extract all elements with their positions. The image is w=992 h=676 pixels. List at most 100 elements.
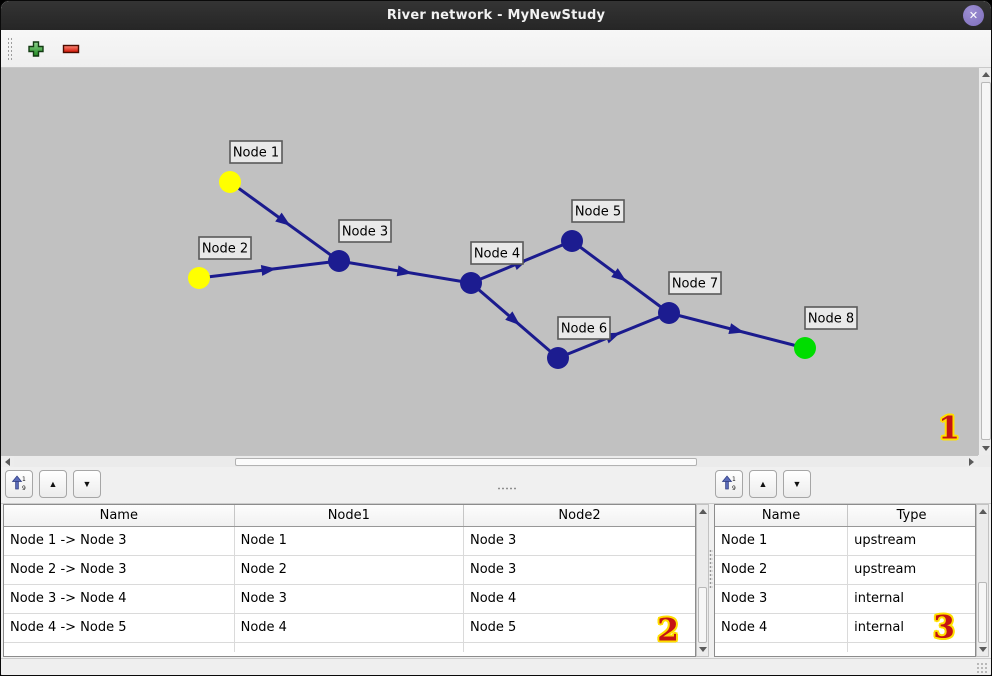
remove-button[interactable] <box>59 37 83 61</box>
table-row-partial <box>715 642 975 652</box>
table-cell[interactable]: Node 3 <box>234 584 465 614</box>
table-cell[interactable]: Node 4 -> Node 5 <box>4 613 235 643</box>
red-minus-icon <box>62 44 80 53</box>
title-bar[interactable]: River network - MyNewStudy ✕ <box>1 1 991 30</box>
nodes-table-vscrollbar[interactable] <box>976 504 989 657</box>
table-cell[interactable]: upstream <box>847 526 975 556</box>
scroll-up-icon[interactable] <box>977 505 988 518</box>
add-button[interactable] <box>24 37 48 61</box>
scroll-left-icon[interactable] <box>1 456 14 467</box>
graph-node[interactable] <box>328 250 350 272</box>
scroll-up-icon[interactable] <box>697 505 708 518</box>
node-label-box[interactable] <box>571 199 625 223</box>
table-cell[interactable]: Node 3 <box>715 584 849 614</box>
sort-button[interactable]: 1 9 <box>715 470 743 498</box>
node-label-box[interactable] <box>668 271 722 295</box>
move-down-button[interactable]: ▼ <box>783 470 811 498</box>
table-cell[interactable]: Node 3 <box>463 526 695 556</box>
sort-1-9-icon: 1 9 <box>721 475 736 492</box>
column-header[interactable]: Name <box>715 505 849 527</box>
table-cell[interactable]: Node 1 <box>715 526 849 556</box>
graph-node[interactable] <box>219 171 241 193</box>
table-cell[interactable]: internal <box>847 613 975 643</box>
graph-node[interactable] <box>561 230 583 252</box>
table-cell-empty <box>463 642 695 652</box>
table-cell[interactable]: Node 4 <box>715 613 849 643</box>
close-icon: ✕ <box>968 9 979 22</box>
resize-grip[interactable] <box>976 662 988 674</box>
node-label: Node 7 <box>672 277 718 292</box>
canvas-hscroll-thumb[interactable] <box>235 458 697 466</box>
scroll-down-icon[interactable] <box>697 643 708 656</box>
scroll-down-icon[interactable] <box>979 442 991 455</box>
column-header[interactable]: Node1 <box>234 505 465 527</box>
graph-node[interactable] <box>794 337 816 359</box>
column-header[interactable]: Name <box>4 505 235 527</box>
node-label-box[interactable] <box>198 236 252 260</box>
graph-node[interactable] <box>460 272 482 294</box>
svg-text:1: 1 <box>22 476 26 483</box>
graph-node[interactable] <box>188 267 210 289</box>
move-up-button[interactable]: ▲ <box>749 470 777 498</box>
splitter-handle[interactable] <box>497 487 517 490</box>
node-label-box[interactable] <box>338 219 392 243</box>
table-cell-empty <box>4 642 235 652</box>
table-cell[interactable]: Node 1 -> Node 3 <box>4 526 235 556</box>
tables-splitter-handle[interactable] <box>709 549 713 589</box>
table-cell[interactable]: Node 2 <box>234 555 465 585</box>
table-cell[interactable]: Node 2 <box>715 555 849 585</box>
node-label-box[interactable] <box>229 140 283 164</box>
nodes-table-scroll-thumb[interactable] <box>978 582 987 643</box>
canvas-hscrollbar[interactable] <box>1 455 978 467</box>
move-up-button[interactable]: ▲ <box>39 470 67 498</box>
node-label: Node 6 <box>561 322 607 337</box>
edges-table-vscrollbar[interactable] <box>696 504 709 657</box>
move-down-button[interactable]: ▼ <box>73 470 101 498</box>
edge-arrowhead-icon <box>728 323 745 334</box>
toolbar-drag-handle[interactable] <box>7 36 13 61</box>
graph-node[interactable] <box>658 302 680 324</box>
column-header[interactable]: Type <box>847 505 975 527</box>
sort-button[interactable]: 1 9 <box>5 470 33 498</box>
canvas-vscroll-thumb[interactable] <box>981 82 991 440</box>
scroll-down-icon[interactable] <box>977 643 988 656</box>
close-button[interactable]: ✕ <box>963 5 984 26</box>
table-cell[interactable]: internal <box>847 584 975 614</box>
node-label-box[interactable] <box>557 316 611 340</box>
edges-table-toolbar: 1 9 ▲ ▼ <box>5 470 101 498</box>
table-cell[interactable]: Node 4 <box>463 584 695 614</box>
table-row-partial <box>4 642 695 652</box>
table-cell[interactable]: Node 3 -> Node 4 <box>4 584 235 614</box>
scroll-right-icon[interactable] <box>965 456 978 467</box>
window-title: River network - MyNewStudy <box>386 8 606 23</box>
graph-node[interactable] <box>547 347 569 369</box>
table-cell[interactable]: Node 5 <box>463 613 695 643</box>
node-label-box[interactable] <box>470 241 524 265</box>
table-cell[interactable]: Node 3 <box>463 555 695 585</box>
column-header[interactable]: Node2 <box>463 505 695 527</box>
canvas-vscrollbar[interactable] <box>978 68 991 455</box>
edges-table-scroll-thumb[interactable] <box>698 587 707 643</box>
table-cell[interactable]: Node 2 -> Node 3 <box>4 555 235 585</box>
down-triangle-icon: ▼ <box>792 479 802 489</box>
node-label-box[interactable] <box>804 306 858 330</box>
scroll-up-icon[interactable] <box>979 68 991 81</box>
table-cell[interactable]: Node 1 <box>234 526 465 556</box>
table-cell[interactable]: Node 4 <box>234 613 465 643</box>
table-cell[interactable]: upstream <box>847 555 975 585</box>
nodes-table-toolbar: 1 9 ▲ ▼ <box>715 470 811 498</box>
